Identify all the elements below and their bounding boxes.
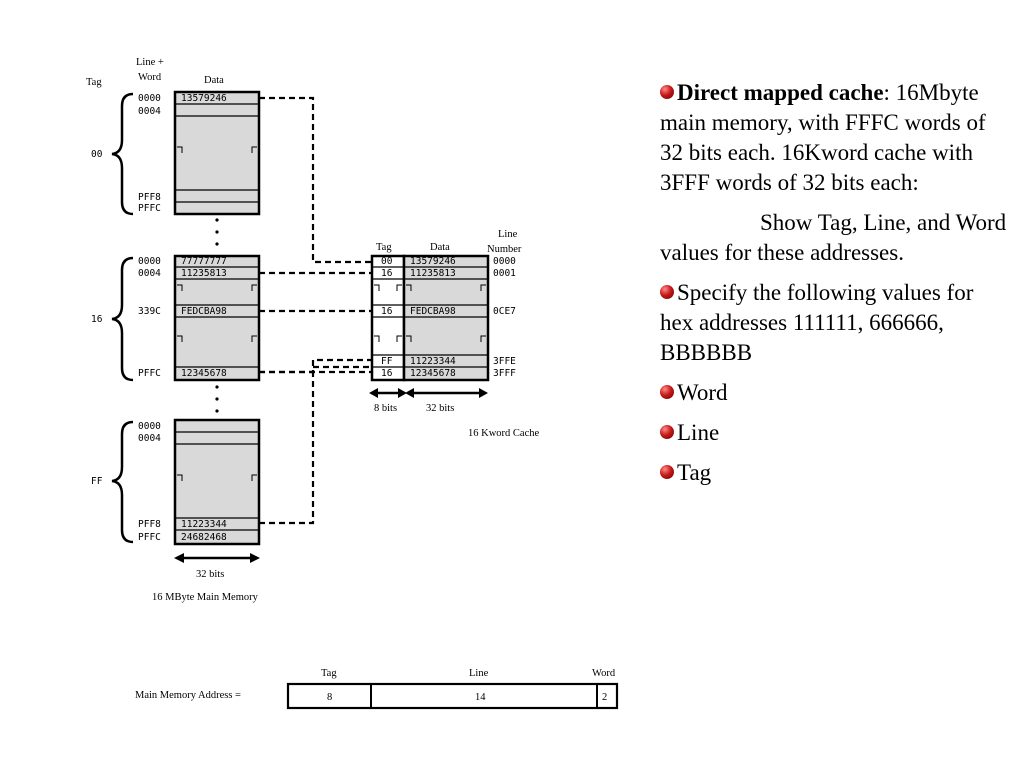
- memory-address: 0000: [138, 256, 161, 267]
- cache-table: 00 16 16 FF 16 13579246 11235813 FEDCBA9…: [370, 254, 516, 382]
- bullet-list: Direct mapped cache: 16Mbyte main memory…: [660, 78, 1010, 498]
- bullet-text: Tag: [677, 460, 712, 485]
- cache-tag-cell: 16: [381, 306, 393, 317]
- memory-address: 0004: [138, 433, 161, 444]
- brace-icon: [111, 92, 134, 216]
- memory-header-tag: Tag: [86, 77, 102, 88]
- bullet-word: Word: [660, 378, 1010, 408]
- cache-tag-cell: 16: [381, 268, 393, 279]
- address-field-name-line: Line: [469, 668, 489, 679]
- memory-header-data: Data: [204, 75, 224, 86]
- memory-address: 0004: [138, 268, 161, 279]
- cache-tag-cell: 00: [381, 256, 393, 267]
- bullet-line: Line: [660, 418, 1010, 448]
- bullet-heading: Direct mapped cache: [677, 80, 884, 105]
- memory-data-cell: 12345678: [181, 368, 227, 379]
- bullet-specify: Specify the following values for hex add…: [660, 278, 1010, 368]
- cache-header-line-2: Number: [487, 244, 522, 255]
- bullet-icon: [660, 465, 674, 479]
- cache-line-number: 0000: [493, 256, 516, 267]
- cache-tag-cell: 16: [381, 368, 393, 379]
- memory-data-cell: 24682468: [181, 532, 227, 543]
- memory-block-00: 13579246 0000 0004 PFF8 PFFC 00: [91, 90, 261, 216]
- memory-tag-label: 00: [91, 149, 103, 160]
- bullet-text: Word: [677, 380, 728, 405]
- memory-data-cell: FEDCBA98: [181, 306, 227, 317]
- memory-block-16: 77777777 11235813 FEDCBA98 12345678 0000…: [91, 254, 261, 382]
- memory-address: PFFC: [138, 532, 161, 543]
- address-field-name-word: Word: [592, 668, 616, 679]
- cache-caption: 16 Kword Cache: [468, 428, 539, 439]
- memory-tag-label: 16: [91, 314, 103, 325]
- memory-data-cell: 13579246: [181, 93, 227, 104]
- memory-header-lineword-2: Word: [138, 72, 162, 83]
- cache-line-number: 3FFE: [493, 356, 516, 367]
- memory-data-cell: 11235813: [181, 268, 227, 279]
- mapping-lines: [259, 96, 372, 525]
- address-label: Main Memory Address =: [135, 690, 241, 701]
- memory-width-label: 32 bits: [196, 569, 224, 580]
- bullet-text: Show Tag, Line, and Word values for thes…: [660, 210, 1007, 265]
- cache-data-cell: 12345678: [410, 368, 456, 379]
- bullet-tag: Tag: [660, 458, 1010, 488]
- bullet-icon: [660, 425, 674, 439]
- cache-data-width-label: 32 bits: [426, 403, 454, 414]
- memory-address: 0000: [138, 421, 161, 432]
- memory-data-cell: 11223344: [181, 519, 227, 530]
- address-field-name-tag: Tag: [321, 668, 337, 679]
- cache-data-cell: 11235813: [410, 268, 456, 279]
- memory-block-ff: 11223344 24682468 0000 0004 PFF8 PFFC FF: [91, 418, 261, 546]
- cache-line-number: 0CE7: [493, 306, 516, 317]
- memory-tag-label: FF: [91, 476, 103, 487]
- cache-tag-cell: FF: [381, 356, 393, 367]
- cache-header-line-1: Line: [498, 229, 518, 240]
- memory-address: PFF8: [138, 192, 161, 203]
- cache-line-number: 3FFF: [493, 368, 516, 379]
- bullet-icon: [660, 285, 674, 299]
- cache-data-cell: FEDCBA98: [410, 306, 456, 317]
- memory-address: PFFC: [138, 368, 161, 379]
- bullet-icon: [660, 85, 674, 99]
- bullet-text: Specify the following values for hex add…: [660, 280, 974, 365]
- address-format-box: [286, 682, 619, 710]
- ellipsis-dots: [215, 218, 219, 413]
- cache-header-tag: Tag: [376, 242, 392, 253]
- memory-caption: 16 MByte Main Memory: [152, 592, 259, 603]
- bullet-continuation: Show Tag, Line, and Word values for thes…: [660, 208, 1010, 268]
- memory-address: 0004: [138, 106, 161, 117]
- address-field-bits-tag: 8: [327, 692, 332, 703]
- cache-data-cell: 13579246: [410, 256, 456, 267]
- bullet-text: : 16Mbyte main memory, with FFFC words o…: [660, 80, 986, 195]
- cache-tag-width-label: 8 bits: [374, 403, 397, 414]
- memory-width-arrow: [174, 553, 260, 563]
- bullet-direct-mapped: Direct mapped cache: 16Mbyte main memory…: [660, 78, 1010, 198]
- bullet-text: Line: [677, 420, 720, 445]
- memory-header-lineword-1: Line +: [136, 57, 164, 68]
- cache-width-arrows: [369, 388, 488, 398]
- direct-mapped-cache-diagram: Tag Line + Word Data 13579246 0000 0004 …: [86, 57, 619, 710]
- address-field-bits-line: 14: [475, 692, 486, 703]
- cache-line-number: 0001: [493, 268, 516, 279]
- cache-data-cell: 11223344: [410, 356, 456, 367]
- cache-header-data: Data: [430, 242, 450, 253]
- memory-address: 339C: [138, 306, 161, 317]
- brace-icon: [111, 256, 134, 382]
- brace-icon: [111, 420, 134, 544]
- memory-address: PFFC: [138, 203, 161, 214]
- bullet-icon: [660, 385, 674, 399]
- memory-address: PFF8: [138, 519, 161, 530]
- address-field-bits-word: 2: [602, 692, 607, 703]
- memory-data-cell: 77777777: [181, 256, 227, 267]
- memory-address: 0000: [138, 93, 161, 104]
